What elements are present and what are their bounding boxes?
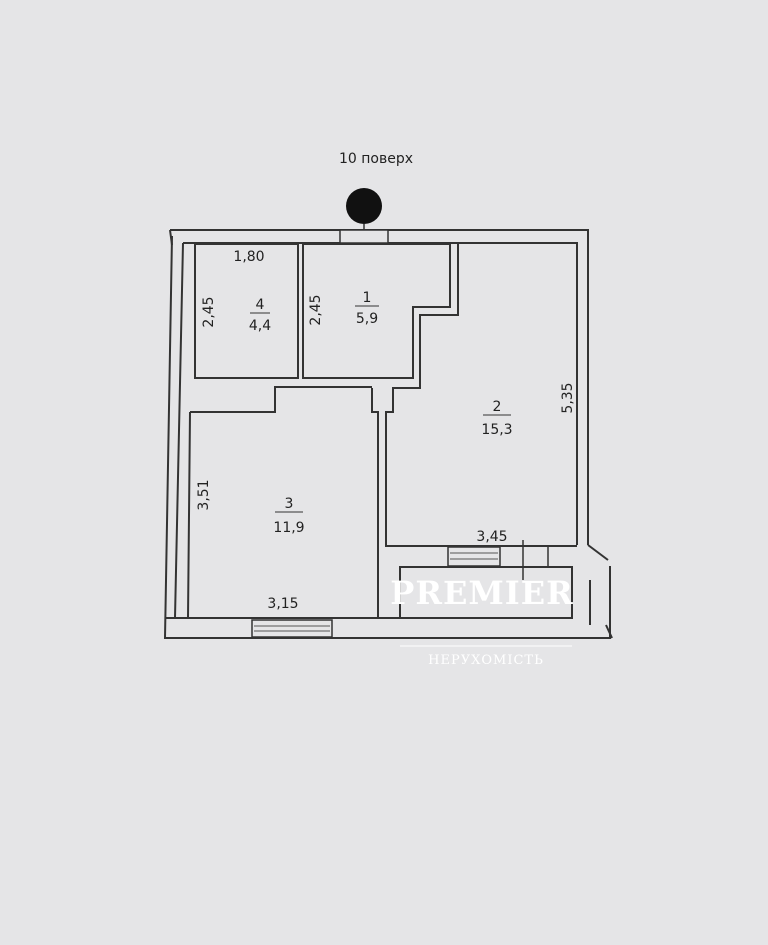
room-area: 15,3 <box>481 422 512 438</box>
balcony-outline <box>399 566 573 619</box>
windows <box>251 229 549 638</box>
room-area: 11,9 <box>273 520 304 536</box>
entrance-marker <box>346 188 382 224</box>
room-1: 1 5,9 <box>355 290 379 327</box>
dimensions: 1,80 2,45 2,45 5,35 3,45 3,51 3,15 <box>196 249 576 612</box>
room-4: 4 4,4 <box>249 297 271 334</box>
room-number: 1 <box>363 290 372 306</box>
room-number: 3 <box>285 496 294 512</box>
room-3-outline <box>187 386 372 619</box>
dim-room4-height: 2,45 <box>201 296 217 327</box>
interior-walls <box>187 243 577 619</box>
room-number: 4 <box>256 297 265 313</box>
floor-label: 10 поверх <box>339 151 413 167</box>
dim-room1-height: 2,45 <box>308 294 324 325</box>
watermark-tagline: НЕРУХОМІСТЬ <box>428 653 544 668</box>
room-area: 5,9 <box>356 311 378 327</box>
room-3: 3 11,9 <box>273 496 304 536</box>
dim-room3-width: 3,15 <box>267 596 298 612</box>
dim-room2-height: 5,35 <box>560 382 576 413</box>
room-4-outline <box>194 243 299 379</box>
room-area: 4,4 <box>249 318 271 334</box>
dim-room3-height: 3,51 <box>196 479 212 510</box>
room-1-outline <box>302 243 451 379</box>
room-2: 2 15,3 <box>481 399 512 438</box>
dim-room4-width: 1,80 <box>233 249 264 265</box>
watermark-logo: PREMIER НЕРУХОМІСТЬ <box>390 574 573 668</box>
watermark-brand: PREMIER <box>390 574 573 612</box>
dim-room2-width: 3,45 <box>476 529 507 545</box>
room-number: 2 <box>493 399 502 415</box>
